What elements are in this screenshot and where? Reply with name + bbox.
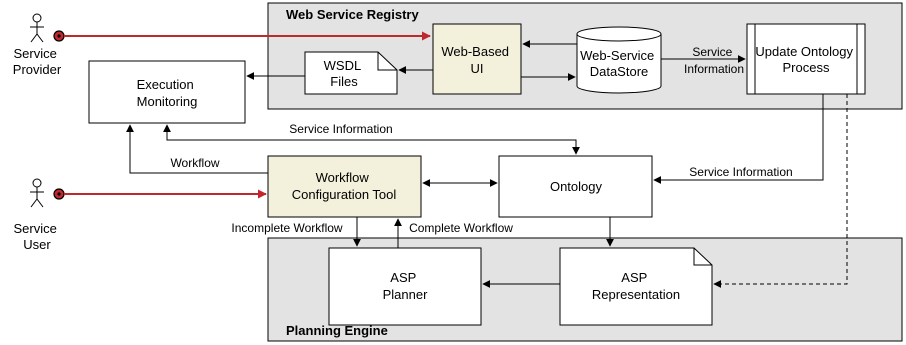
svg-text:Ontology: Ontology: [550, 179, 603, 194]
wsdl-files-node: WSDL Files: [304, 51, 398, 95]
svg-text:Web-Service DataStore: Web-Service DataStore: [580, 48, 658, 79]
svg-text:Web-Based UI: Web-Based UI: [441, 44, 512, 76]
edge-workflow-to-execution: [126, 124, 268, 174]
service-user-actor-icon: [30, 178, 44, 208]
service-information-top-label: Service Information: [289, 122, 392, 136]
edge-update-to-ontology: [653, 94, 824, 184]
svg-text:ASP Representation: ASP Representation: [592, 270, 680, 302]
workflow-configuration-tool-node: Workflow Configuration Tool: [267, 155, 422, 218]
planning-title: Planning Engine: [286, 323, 388, 338]
svg-text:WSDL Files: WSDL Files: [324, 58, 365, 89]
web-service-datastore-node: Web-Service DataStore: [576, 26, 662, 94]
workflow-label: Workflow: [170, 156, 219, 170]
service-provider-label: Service Provider: [13, 46, 62, 77]
edges: [126, 40, 848, 288]
service-provider-actor-icon: [30, 13, 44, 43]
user-connector: [53, 188, 267, 200]
service-information-datastore-label: Service Information: [684, 45, 744, 76]
update-ontology-process-node: Update Ontology Process: [746, 23, 866, 95]
ontology-node: Ontology: [498, 155, 653, 218]
asp-representation-node: ASP Representation: [559, 247, 713, 326]
svg-text:ASP Planner: ASP Planner: [383, 270, 428, 302]
asp-planner-node: ASP Planner: [328, 247, 482, 326]
svg-text:Update Ontology Process: Update Ontology Process: [755, 44, 856, 75]
service-user-label: Service User: [14, 221, 61, 252]
svg-text:Workflow Configuration T: Workflow Configuration Tool: [292, 170, 397, 202]
edge-execution-ontology: [163, 124, 580, 155]
registry-title: Web Service Registry: [286, 7, 419, 22]
incomplete-workflow-label: Incomplete Workflow: [231, 221, 342, 235]
svg-text:Execution Monitoring: Execution Monitoring: [137, 77, 198, 109]
provider-connector: [53, 30, 431, 42]
web-based-ui-node: Web-Based UI: [432, 23, 522, 95]
execution-monitoring-node: Execution Monitoring: [88, 60, 246, 124]
complete-workflow-label: Complete Workflow: [409, 221, 513, 235]
service-information-right-label: Service Information: [689, 165, 792, 179]
edge-update-to-representation: [713, 94, 848, 288]
